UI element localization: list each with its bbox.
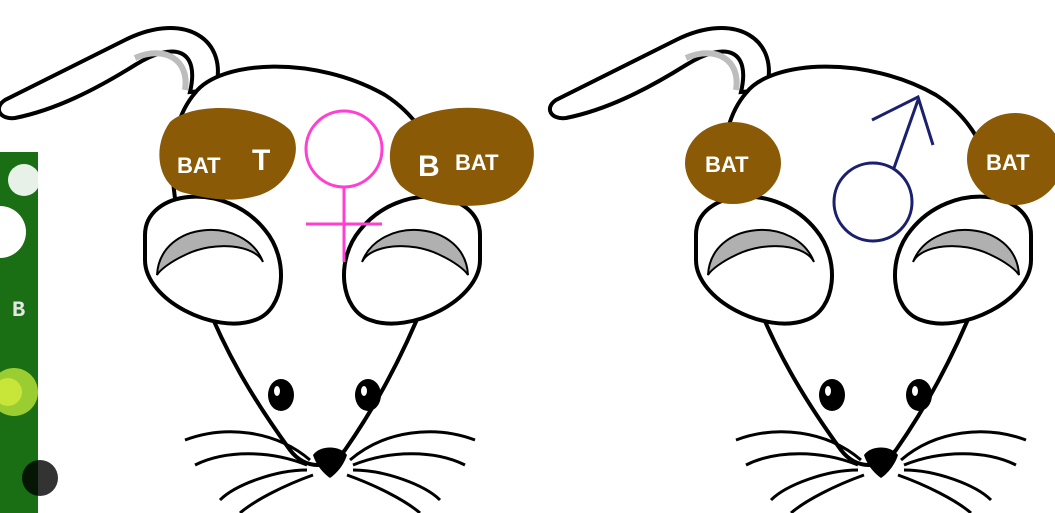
bat-label: BAT	[177, 153, 221, 178]
left-mouse	[0, 28, 480, 513]
side-panel-letter: B	[12, 298, 25, 323]
right-mouse-bat-left: BAT	[685, 122, 781, 204]
right-mouse	[550, 28, 1031, 513]
bat-label: BAT	[986, 150, 1030, 175]
bat-label: BAT	[705, 152, 749, 177]
bat-label-extra: B	[418, 150, 440, 183]
left-mouse-bat-right: B BAT	[390, 108, 534, 206]
left-mouse-bat-left: BAT T	[159, 108, 296, 200]
bat-label-extra: T	[252, 144, 270, 177]
bat-label: BAT	[455, 150, 499, 175]
side-panel: B	[0, 152, 58, 513]
